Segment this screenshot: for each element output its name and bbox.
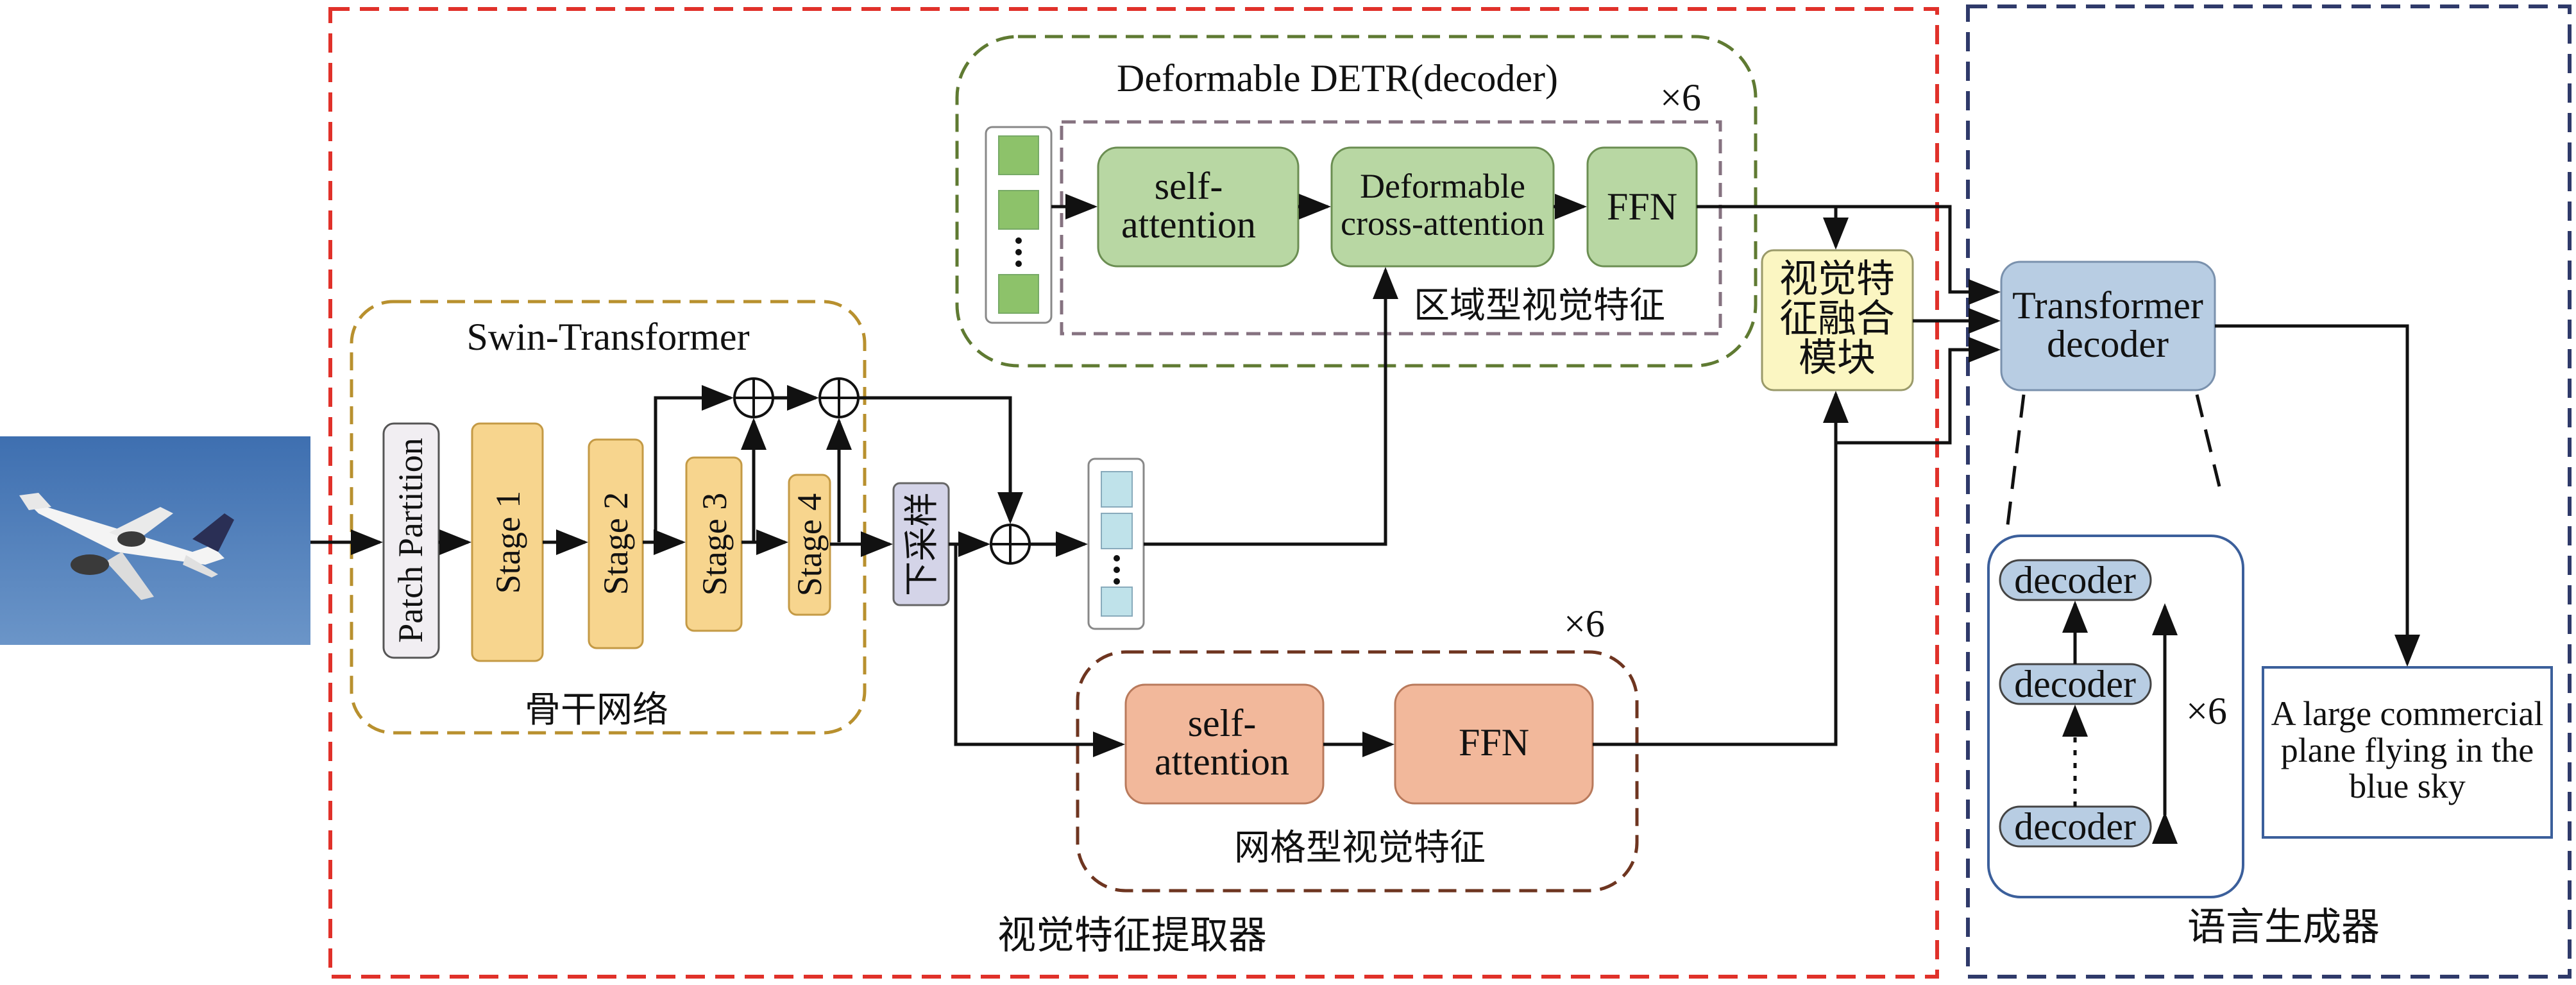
generator-label: 语言生成器 <box>2187 906 2380 948</box>
extractor-label: 视觉特征提取器 <box>997 914 1267 957</box>
arrow-ffn-to-decoder <box>1836 205 2001 305</box>
detr-inner-group <box>1060 120 1722 336</box>
decoder-label-1: decoder <box>2014 559 2136 601</box>
detr-ffn-label: FFN <box>1607 185 1677 228</box>
stage-1-label: Stage 1 <box>489 491 527 594</box>
connectors <box>310 194 2420 844</box>
fusion-line2: 征融合 <box>1779 298 1895 340</box>
output-line3: blue sky <box>2349 767 2466 805</box>
output-line1: A large commercial <box>2271 694 2544 733</box>
decoder-stack-repeat: ×6 <box>2186 690 2227 732</box>
expand-line-right <box>2195 394 2221 487</box>
grid-feature-group <box>1076 650 1639 893</box>
grid-caption: 网格型视觉特征 <box>1234 828 1486 868</box>
swin-transformer-group <box>350 300 867 735</box>
fusion-line1: 视觉特 <box>1779 258 1895 300</box>
grid-token-ellipsis <box>1114 555 1120 561</box>
stage-2-label: Stage 2 <box>597 492 635 595</box>
sum-node-2 <box>818 377 860 418</box>
language-generator-frame <box>1966 4 2572 979</box>
detr-caption: 区域型视觉特征 <box>1414 286 1665 326</box>
input-airplane-image <box>0 436 310 645</box>
swin-title: Swin-Transformer <box>466 316 749 358</box>
decoder-pill-1 <box>1999 559 2152 601</box>
grid-token-1 <box>1101 471 1133 508</box>
arrow-sum2-to-sum3 <box>858 396 1023 524</box>
arrow-ffn-to-fusion <box>1697 205 1849 250</box>
arrow-grid-to-decoder <box>1836 337 2001 445</box>
arrow-grid-ffn-to-fusion <box>1593 391 1849 746</box>
stage-3-label: Stage 3 <box>695 493 734 595</box>
detr-self-attention-line1: self- <box>1155 165 1223 207</box>
downsample-label: 下采样 <box>902 492 941 596</box>
grid-repeat: ×6 <box>1564 603 1605 645</box>
detr-title: Deformable DETR(decoder) <box>1117 57 1558 99</box>
decoder-label-3: decoder <box>2014 805 2136 848</box>
stage-4-label: Stage 4 <box>790 493 829 596</box>
query-token-3 <box>998 274 1039 314</box>
fusion-line3: 模块 <box>1799 337 1876 379</box>
arrow-decoder-to-output <box>2215 324 2420 667</box>
arrow-tokens-to-deformable <box>1144 267 1398 546</box>
deformable-line2: cross-attention <box>1341 204 1545 243</box>
visual-extractor-frame <box>328 7 1939 979</box>
sum-node-1 <box>733 377 774 418</box>
grid-ffn-label: FFN <box>1459 721 1529 764</box>
grid-self-attention-line2: attention <box>1155 741 1289 783</box>
grid-token-3 <box>1101 587 1133 617</box>
grid-token-2 <box>1101 513 1133 549</box>
transformer-decoder-line2: decoder <box>2047 323 2169 365</box>
output-caption-box <box>2262 666 2553 839</box>
expand-line-left <box>2006 394 2026 526</box>
detr-repeat: ×6 <box>1660 76 1701 119</box>
swin-caption: 骨干网络 <box>525 690 668 730</box>
detr-self-attention-line2: attention <box>1121 203 1256 246</box>
query-token-ellipsis <box>1015 237 1022 244</box>
sum-node-3 <box>990 524 1031 565</box>
detr-group <box>955 35 1758 368</box>
patch-partition-label: Patch Partition <box>391 438 430 642</box>
deformable-line1: Deformable <box>1360 167 1525 205</box>
arrow-stage2-to-sum1 <box>654 385 734 542</box>
query-token-2 <box>998 190 1039 230</box>
output-line2: plane flying in the <box>2281 731 2534 769</box>
decoder-label-2: decoder <box>2014 663 2136 705</box>
grid-self-attention-line1: self- <box>1188 702 1257 744</box>
arrow-downsample-to-grid-sa <box>954 544 1125 757</box>
query-token-1 <box>998 135 1039 175</box>
transformer-decoder-line1: Transformer <box>2012 284 2203 327</box>
stage-3-block <box>685 456 743 632</box>
